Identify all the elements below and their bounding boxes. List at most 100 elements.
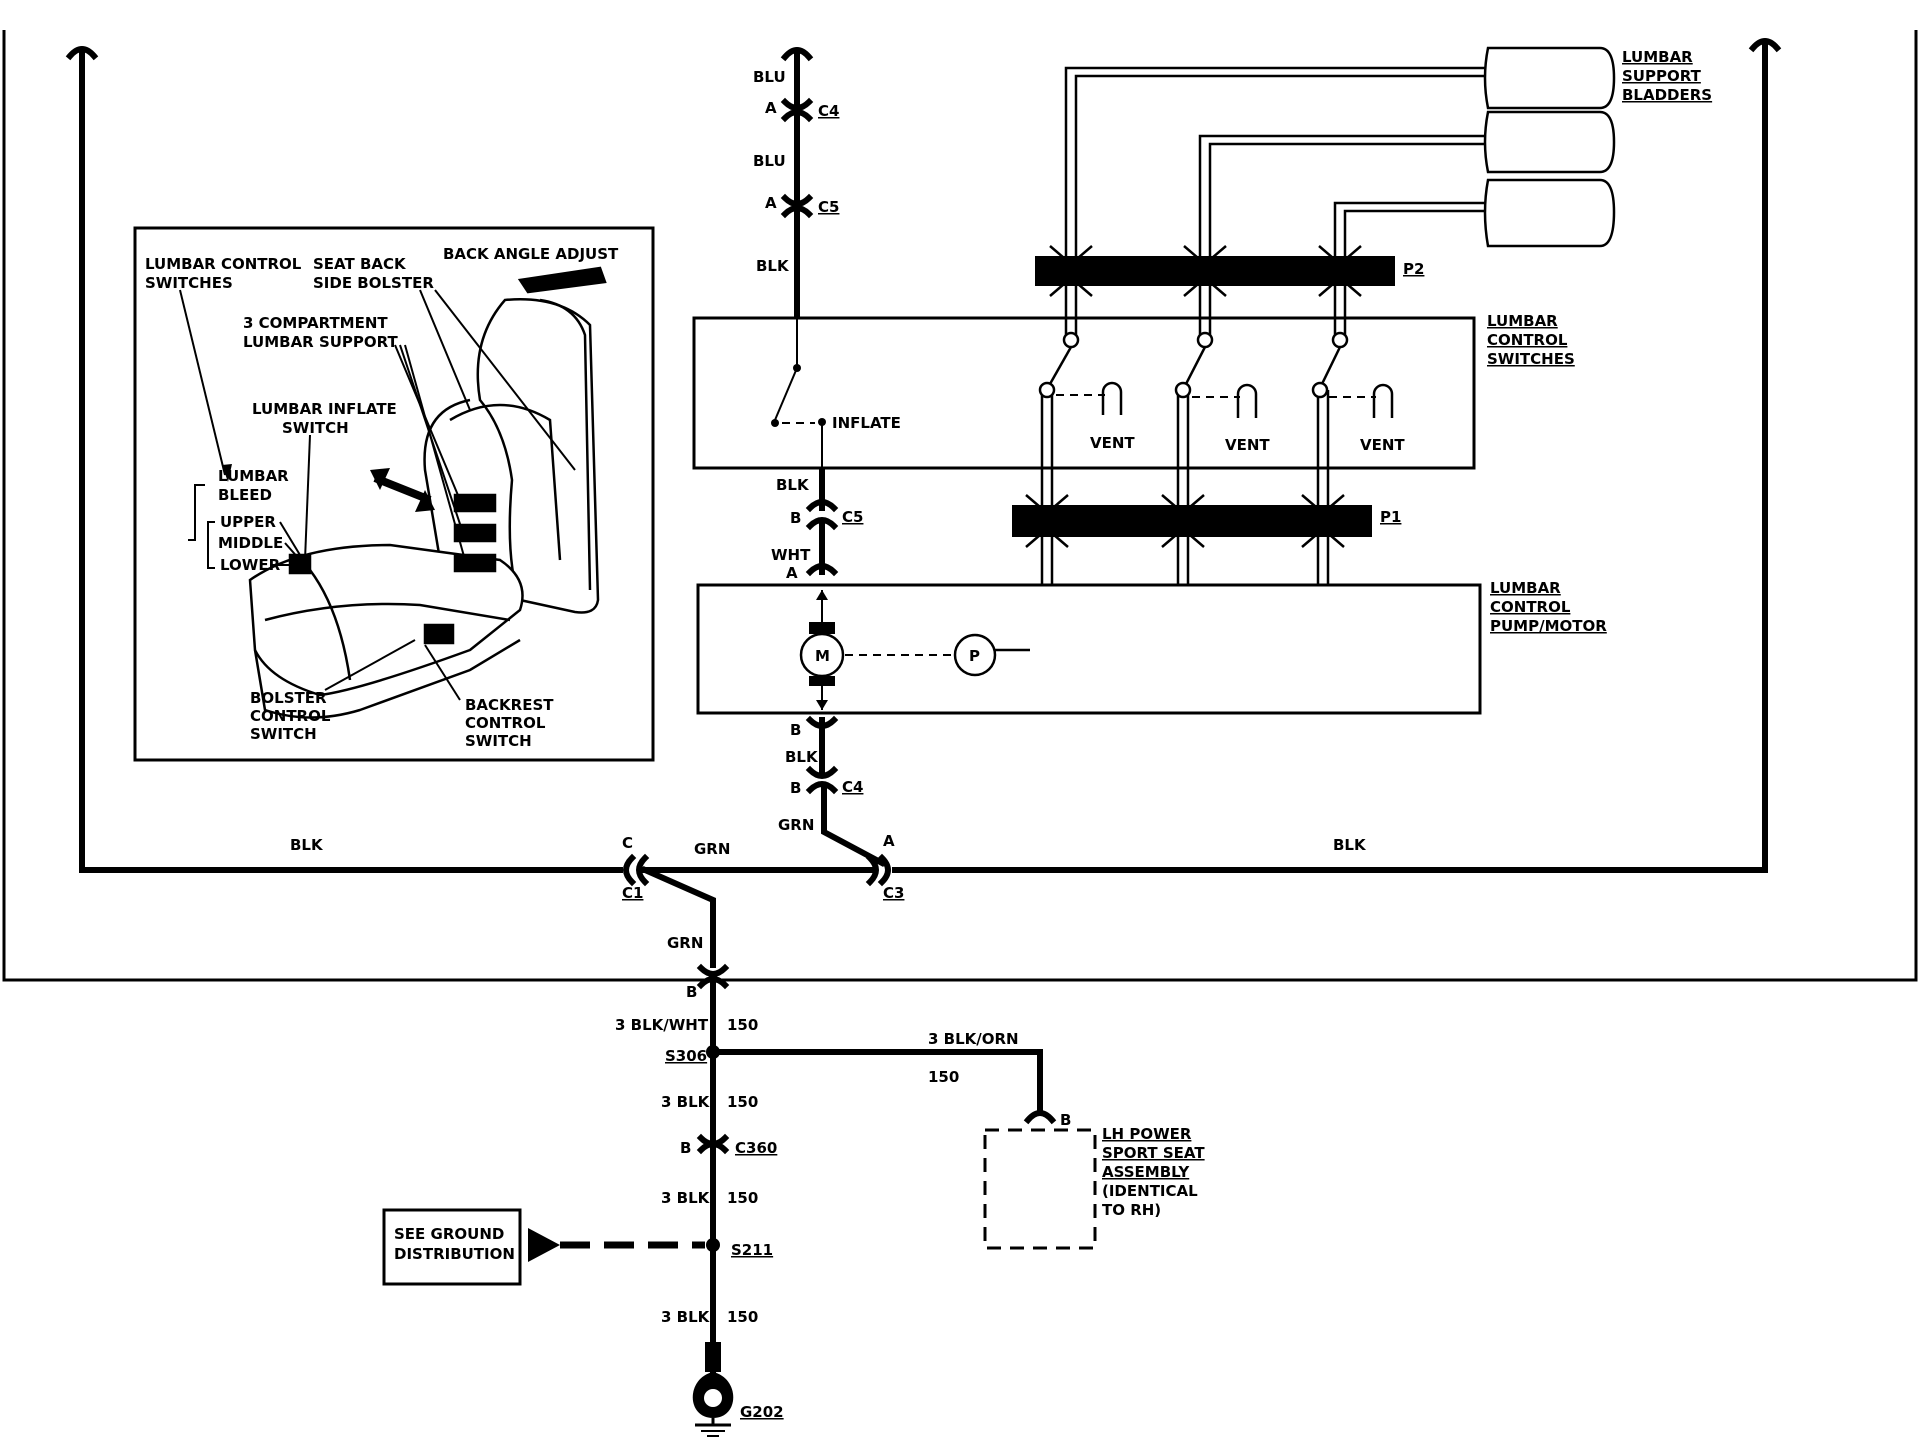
inset-label-bolster-sw-3: SWITCH xyxy=(250,725,317,743)
c5-top-symbol-b xyxy=(780,205,814,219)
grn-wire-pump-c3 xyxy=(821,787,887,868)
inset-label-lcs-2: SWITCHES xyxy=(145,274,233,292)
label-g202: G202 xyxy=(740,1403,784,1421)
label-blk-switch-out: BLK xyxy=(776,476,810,494)
label-lh-seat-2: SPORT SEAT xyxy=(1102,1144,1205,1162)
inset-label-3comp-1: 3 COMPARTMENT xyxy=(243,314,388,332)
label-c360: C360 xyxy=(735,1139,777,1157)
label-c5-bottom-pin-b: B xyxy=(790,509,801,527)
label-c1: C1 xyxy=(622,884,643,902)
lumbar-support-bladders xyxy=(1483,46,1616,248)
label-blk-s306: 3 BLK xyxy=(661,1093,711,1111)
label-pump-2: CONTROL xyxy=(1490,598,1571,616)
lumbar-pump-motor-box xyxy=(696,583,1482,715)
label-blkorn: 3 BLK/ORN xyxy=(928,1030,1019,1048)
inset-label-bleed-1: LUMBAR xyxy=(218,467,289,485)
label-bladders-1: LUMBAR xyxy=(1622,48,1693,66)
label-c360-pin: B xyxy=(680,1139,691,1157)
label-blk-left: BLK xyxy=(290,836,324,854)
label-ground-ref-1: SEE GROUND xyxy=(394,1225,504,1243)
label-blk-pump-out: BLK xyxy=(785,748,819,766)
label-grn-pump-out: GRN xyxy=(778,816,814,834)
inset-label-bolster-1: SEAT BACK xyxy=(313,255,407,273)
c5-bottom-symbol xyxy=(805,499,839,513)
inset-label-middle: MIDDLE xyxy=(218,534,283,552)
blk-orn-wire xyxy=(710,1049,1043,1111)
label-ground-ref-2: DISTRIBUTION xyxy=(394,1245,515,1263)
label-bladders-2: SUPPORT xyxy=(1622,67,1702,85)
inset-label-backrest-3: SWITCH xyxy=(465,732,532,750)
label-blu-mid: BLU xyxy=(753,152,786,170)
label-lh-seat-3: ASSEMBLY xyxy=(1102,1163,1190,1181)
label-lh-seat-5: TO RH) xyxy=(1102,1201,1161,1219)
s211-splice-dot xyxy=(706,1238,720,1252)
label-c3-pin: A xyxy=(883,832,895,850)
inset-label-inflate-1: LUMBAR INFLATE xyxy=(252,400,397,418)
inset-label-lower: LOWER xyxy=(220,556,281,574)
pump-motor-internals xyxy=(799,590,1030,710)
label-blkwht-num: 150 xyxy=(727,1016,758,1034)
lumbar-control-switches-box xyxy=(692,316,1476,470)
wire-break-top xyxy=(780,47,814,62)
p2-connector-band xyxy=(1035,256,1395,286)
c4-bottom-symbol-b xyxy=(805,781,839,795)
label-pump-out-pin: B xyxy=(790,721,801,739)
label-vent-1: VENT xyxy=(1090,434,1135,452)
blk-wire-left xyxy=(79,49,623,873)
label-pump-3: PUMP/MOTOR xyxy=(1490,617,1607,635)
label-c4-bottom: C4 xyxy=(842,778,863,796)
p1-connector-band xyxy=(1012,505,1372,537)
outer-pin-symbol xyxy=(696,963,730,977)
seat-illustration xyxy=(179,266,607,719)
outer-pin-symbol-b xyxy=(696,976,730,990)
label-c5-top: C5 xyxy=(818,198,839,216)
ground-ref-arrow-icon xyxy=(528,1228,560,1262)
pump-in-symbol xyxy=(805,563,839,577)
ground-ref-box xyxy=(382,1208,522,1286)
pump-out-symbol xyxy=(805,715,839,729)
c360-symbol-b xyxy=(696,1141,730,1155)
inset-label-bolster-sw-2: CONTROL xyxy=(250,707,331,725)
label-c4-bottom-pin: B xyxy=(790,779,801,797)
label-c3: C3 xyxy=(883,884,904,902)
label-vent-2: VENT xyxy=(1225,436,1270,454)
label-grn-to-bus: GRN xyxy=(667,934,703,952)
labels: BLK BLK GRN BLU A C4 BLU A C5 BLK BLK B … xyxy=(145,48,1712,1421)
c5-bottom-symbol-b xyxy=(805,517,839,531)
inset-label-bolster-sw-1: BOLSTER xyxy=(250,689,327,707)
label-switches-1: LUMBAR xyxy=(1487,312,1558,330)
label-bladders-3: BLADDERS xyxy=(1622,86,1712,104)
label-blk-c360-num: 150 xyxy=(727,1189,758,1207)
g202-ground-symbol xyxy=(692,1342,734,1437)
c3-symbol-b xyxy=(865,853,879,887)
c1-symbol-b xyxy=(636,853,650,887)
label-blk-s306-num: 150 xyxy=(727,1093,758,1111)
inset-label-backrest-1: BACKREST xyxy=(465,696,554,714)
label-switches-2: CONTROL xyxy=(1487,331,1568,349)
label-blk-s211-num: 150 xyxy=(727,1308,758,1326)
label-inflate: INFLATE xyxy=(832,414,901,432)
label-vent-3: VENT xyxy=(1360,436,1405,454)
label-lh-seat-1: LH POWER xyxy=(1102,1125,1192,1143)
inset-label-3comp-2: LUMBAR SUPPORT xyxy=(243,333,399,351)
label-blu-top: BLU xyxy=(753,68,786,86)
label-c5-bottom: C5 xyxy=(842,508,863,526)
label-outer-pin: B xyxy=(686,983,697,1001)
s306-splice-dot xyxy=(706,1045,720,1059)
c3-symbol xyxy=(877,853,891,887)
label-pump-symbol: P xyxy=(969,647,980,665)
vent-valves xyxy=(1038,331,1394,418)
label-grn-bus: GRN xyxy=(694,840,730,858)
inset-label-bleed-2: BLEED xyxy=(218,486,272,504)
label-motor: M xyxy=(815,647,830,665)
c1-symbol xyxy=(623,853,637,887)
connector-symbols xyxy=(623,97,1057,1155)
c5-top-symbol xyxy=(780,193,814,207)
label-c4-top-pin: A xyxy=(765,99,777,117)
inflate-switch xyxy=(771,318,826,470)
label-c1-pin: C xyxy=(622,834,633,852)
label-s211: S211 xyxy=(731,1241,773,1259)
label-wht-pump-in: WHT xyxy=(771,546,811,564)
inset-label-back-angle: BACK ANGLE ADJUST xyxy=(443,245,619,263)
